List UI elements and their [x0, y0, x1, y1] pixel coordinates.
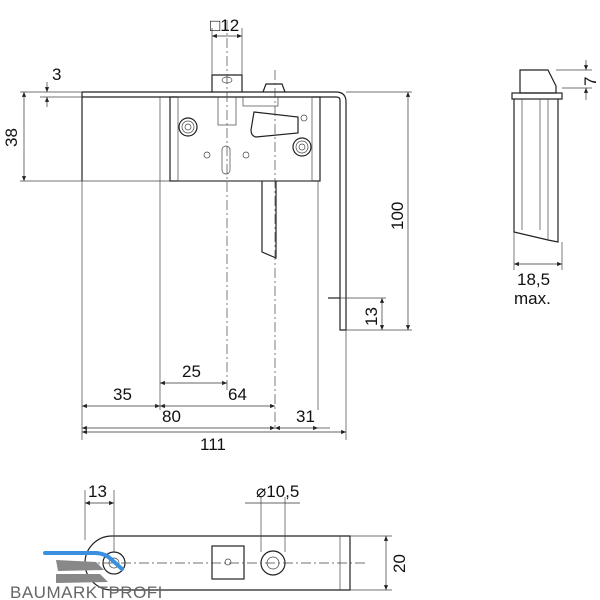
front-view: □12 3 38 100 13 25 35 64 80 31 111 [2, 16, 412, 454]
dim-depth: 20 [390, 554, 409, 573]
strike-plate-outline [82, 91, 347, 331]
dim-31: 31 [296, 407, 315, 426]
dim-111: 111 [200, 435, 226, 454]
baumarktprofi-logo: BAUMARKTPROFI [10, 551, 163, 600]
dim-hole-offset: 13 [88, 482, 107, 501]
dim-top-offset: 3 [52, 65, 61, 84]
bottom-view: 13 ⌀10,5 20 [84, 482, 409, 591]
dim-hole-diameter: ⌀10,5 [256, 482, 299, 501]
dim-64: 64 [228, 385, 247, 404]
tongue [261, 181, 277, 259]
side-profile [513, 99, 559, 243]
side-view: 7 18,5 max. [511, 60, 600, 308]
dim-square: □12 [210, 16, 239, 35]
latch [250, 111, 299, 138]
dim-top: 7 [581, 77, 600, 86]
svg-text:BAUMARKTPROFI: BAUMARKTPROFI [10, 583, 163, 600]
dim-80: 80 [162, 407, 181, 426]
dim-25: 25 [182, 362, 201, 381]
dim-width-note: max. [514, 289, 551, 308]
screw-icon [178, 117, 198, 137]
dim-width: 18,5 [517, 270, 550, 289]
square-bolt-top [211, 545, 245, 580]
dim-plate-height: 38 [2, 128, 21, 147]
dim-35: 35 [113, 385, 132, 404]
latch-head [262, 83, 286, 93]
dim-foot: 13 [362, 307, 381, 326]
dim-total-height: 100 [388, 202, 407, 230]
screw-icon [292, 137, 312, 157]
